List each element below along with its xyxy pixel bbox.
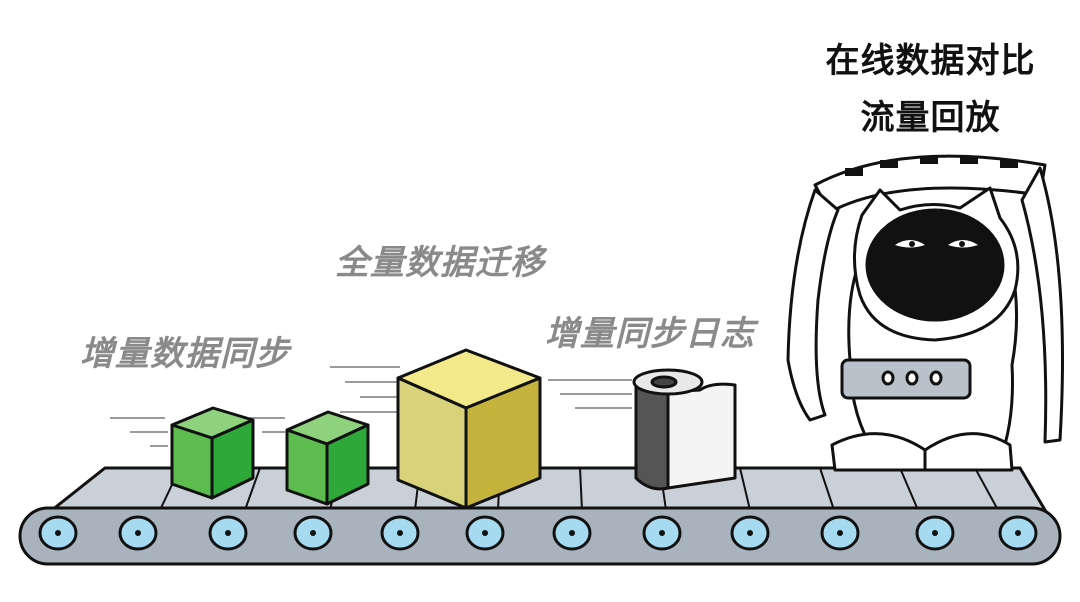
traffic-replay-label: 流量回放 <box>860 98 1001 138</box>
full-migration-label: 全量数据迁移 <box>335 243 545 283</box>
motion-lines <box>110 366 632 447</box>
green-cube-icon <box>170 406 255 500</box>
online-compare-label: 在线数据对比 <box>825 41 1036 81</box>
incremental-log-label: 增量同步日志 <box>545 314 755 354</box>
yellow-cube-icon <box>396 348 542 510</box>
log-roll-icon <box>632 368 737 491</box>
robot-cat-icon <box>786 154 1064 472</box>
incremental-sync-label: 增量数据同步 <box>80 334 290 374</box>
green-cube-icon <box>285 410 370 506</box>
